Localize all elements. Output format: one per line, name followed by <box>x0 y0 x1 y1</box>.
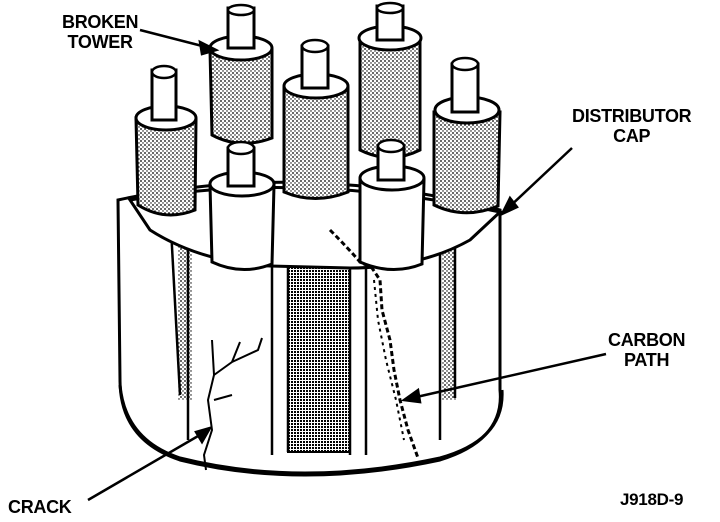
broken-tower-label-line2: TOWER <box>67 32 133 52</box>
distributor-cap-label-line1: DISTRIBUTOR <box>572 106 692 126</box>
leader-lines <box>87 28 607 502</box>
carbon-path-label: CARBON PATH <box>608 330 686 370</box>
tower-back-center <box>282 38 350 200</box>
tower-back-left <box>134 64 198 217</box>
tower-back-right <box>357 1 423 159</box>
distributor-cap-label: DISTRIBUTOR CAP <box>572 106 692 146</box>
distributor-cap-label-line2: CAP <box>613 126 651 146</box>
carbon-path-label-line2: PATH <box>624 350 670 370</box>
broken-tower-label: BROKEN TOWER <box>62 12 139 52</box>
crack-label: CRACK <box>8 497 72 517</box>
figure-code: J918D-9 <box>620 490 684 509</box>
tower-right <box>432 56 502 215</box>
carbon-path-trace <box>328 228 420 459</box>
tower-front-right <box>358 138 426 272</box>
body-shading <box>178 220 456 453</box>
crack-line <box>202 337 263 471</box>
tower-front-left <box>208 140 276 271</box>
carbon-path-label-line1: CARBON <box>608 330 686 350</box>
tower-broken <box>208 3 274 145</box>
broken-tower-label-line1: BROKEN <box>62 12 139 32</box>
